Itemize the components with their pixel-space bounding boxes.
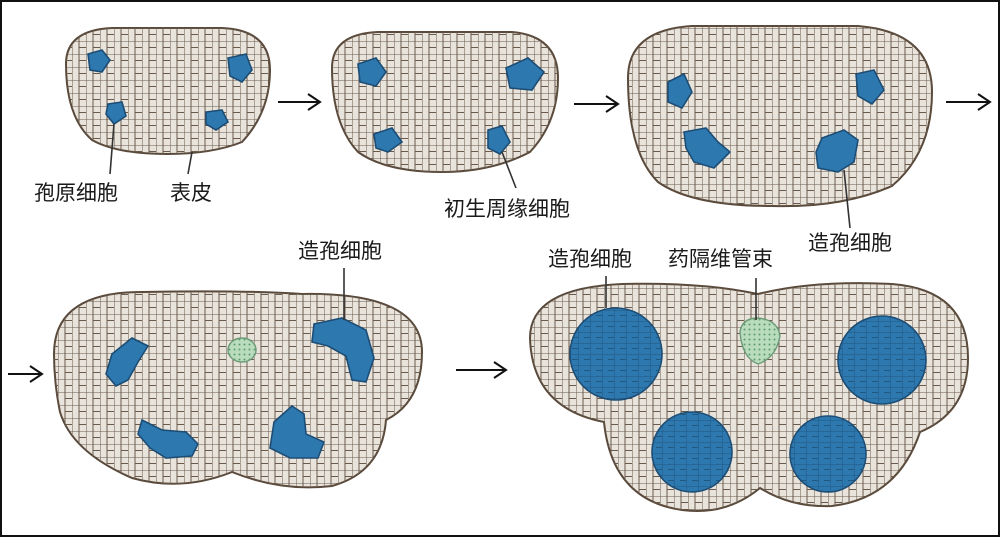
stage-2-anther xyxy=(330,31,560,189)
archesporial-cell xyxy=(227,53,253,83)
archesporial-cell xyxy=(87,49,111,73)
label-epidermis: 表皮 xyxy=(170,181,212,205)
archesporial-cell xyxy=(357,57,387,87)
archesporial-cell xyxy=(105,101,127,126)
stage-4-anther xyxy=(52,268,424,489)
label-archesporial-cell: 孢原细胞 xyxy=(34,181,118,205)
sporogenous-tissue xyxy=(311,317,375,383)
sporogenous-tissue xyxy=(269,404,326,459)
label-sporogenous-cell-5: 造孢细胞 xyxy=(548,247,632,271)
stage-5-anther xyxy=(528,276,970,513)
archesporial-cell xyxy=(373,127,404,153)
arrow-1 xyxy=(278,93,322,111)
sporogenous-cell xyxy=(855,69,885,106)
sporogenous-cell xyxy=(667,72,693,110)
sporogenous-tissue xyxy=(137,418,199,459)
sporogenous-tissue xyxy=(105,337,150,387)
label-sporogenous-cell-4: 造孢细胞 xyxy=(298,239,382,263)
arrow-2 xyxy=(574,95,620,113)
sporogenous-cell xyxy=(683,127,732,169)
arrow-5 xyxy=(456,361,508,379)
archesporial-cell xyxy=(205,109,230,131)
label-vascular-bundle: 药隔维管束 xyxy=(668,247,773,271)
archesporial-cell xyxy=(505,57,546,91)
archesporial-cell xyxy=(487,125,511,155)
stage-1-anther xyxy=(64,27,272,175)
sporogenous-cell xyxy=(815,129,859,173)
stage-3-anther xyxy=(626,25,934,229)
arrow-3 xyxy=(946,93,992,111)
arrow-4 xyxy=(8,365,44,383)
label-sporogenous-cell-3: 造孢细胞 xyxy=(808,231,892,255)
label-primary-parietal-cell: 初生周缘细胞 xyxy=(444,197,570,221)
